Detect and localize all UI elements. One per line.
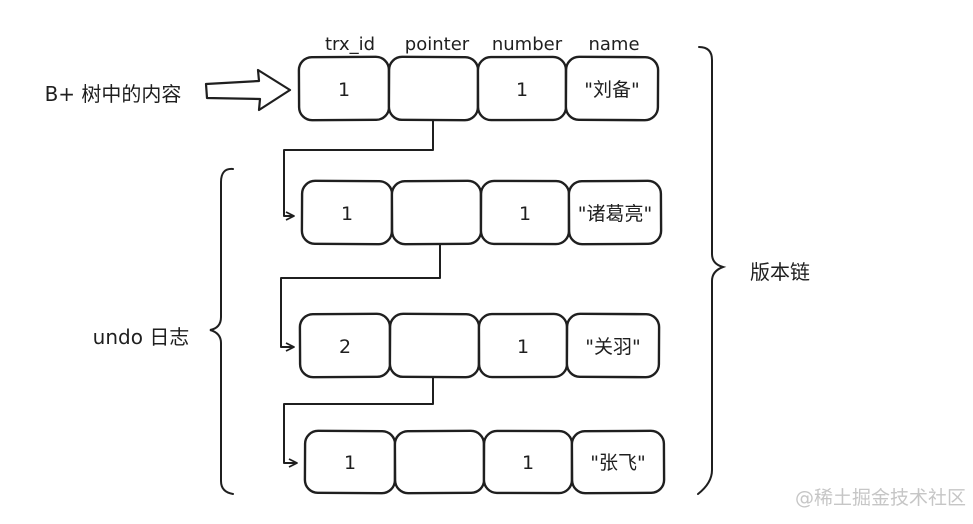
- cell-number-value: 1: [522, 452, 534, 474]
- undo-log-label: undo 日志: [93, 325, 190, 349]
- cell-trx-id-value: 2: [339, 336, 351, 358]
- cell-number-value: 1: [517, 336, 529, 358]
- cell-name: [565, 312, 661, 379]
- cell-pointer: [388, 312, 481, 379]
- header-number: number: [492, 34, 563, 55]
- watermark: @稀土掘金技术社区: [795, 487, 966, 509]
- header-trx-id: trx_id: [325, 34, 375, 55]
- roll-pointer-arrow-3: [283, 378, 434, 468]
- record-row: 1 1 "刘备": [297, 55, 660, 122]
- header-pointer: pointer: [405, 34, 470, 55]
- cell-name: [570, 429, 666, 495]
- cell-name: [567, 179, 663, 246]
- btree-block-arrow-icon: [204, 68, 292, 112]
- cell-name-value: "关羽": [585, 336, 640, 358]
- record-row: 1 1 "张飞": [303, 429, 666, 495]
- column-headers: trx_id pointer number name: [325, 34, 640, 55]
- cell-name-value: "刘备": [584, 79, 639, 101]
- cell-name-value: "张飞": [590, 452, 645, 474]
- roll-pointer-arrow-1: [283, 121, 434, 221]
- roll-pointer-arrow-2: [280, 245, 441, 352]
- cell-pointer: [390, 179, 483, 246]
- cell-trx-id-value: 1: [341, 203, 353, 225]
- cell-name-value: "诸葛亮": [578, 203, 652, 225]
- cell-name: [564, 55, 660, 122]
- cell-trx-id-value: 1: [344, 452, 356, 474]
- cell-pointer: [393, 429, 486, 495]
- cell-number-value: 1: [519, 203, 531, 225]
- undo-log-brace: [209, 167, 234, 495]
- record-row: 2 1 "关羽": [298, 312, 661, 379]
- version-chain-brace: [697, 46, 727, 495]
- cell-number-value: 1: [516, 79, 528, 101]
- record-row: 1 1 "诸葛亮": [300, 179, 663, 246]
- header-name: name: [588, 34, 639, 55]
- cell-trx-id-value: 1: [338, 79, 350, 101]
- cell-pointer: [387, 55, 480, 122]
- version-chain-label: 版本链: [750, 260, 810, 284]
- btree-content-label: B+ 树中的内容: [45, 82, 182, 106]
